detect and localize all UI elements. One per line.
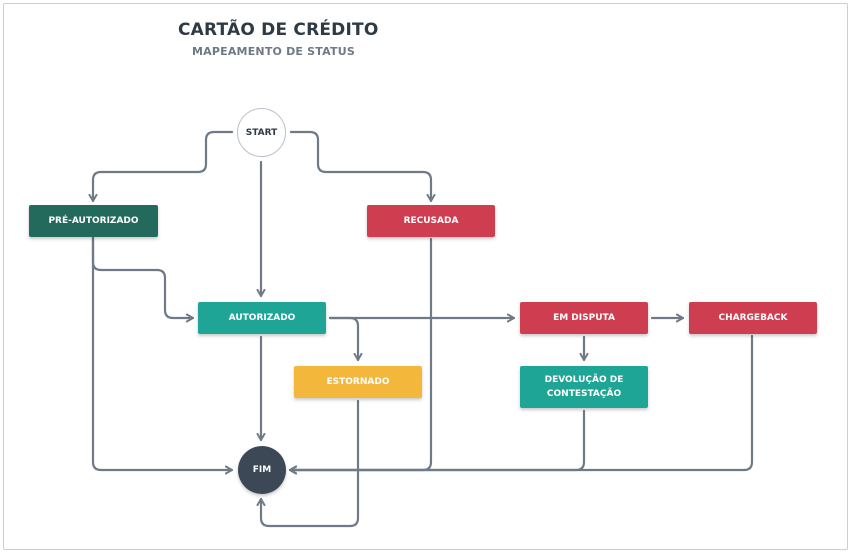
chargeback-node: CHARGEBACK [689,302,817,334]
edge-autorizado-to-estornado [328,316,358,362]
chargeback-label: CHARGEBACK [718,313,788,323]
edge-start-to-pre-autorizado [93,130,234,203]
devolucao-label-line2: CONTESTAÇÃO [546,389,622,399]
edge-pre-autorizado-to-autorizado [91,236,195,318]
pre-autorizado-node: PRÉ-AUTORIZADO [29,205,158,237]
start-node-label: START [245,127,278,138]
diagram-subtitle: MAPEAMENTO DE STATUS [192,45,355,58]
fim-node: FIM [238,446,286,494]
edge-devolucao-to-fim [288,409,586,470]
edge-pre-autorizado-to-fim [91,236,234,470]
estornado-label: ESTORNADO [326,377,390,387]
start-node: START [237,108,286,157]
recusada-node: RECUSADA [367,205,495,237]
em-disputa-node: EM DISPUTA [520,302,648,334]
fim-label: FIM [252,465,272,475]
recusada-label: RECUSADA [403,216,459,226]
autorizado-label: AUTORIZADO [228,313,296,323]
devolucao-contestacao-node: DEVOLUÇÃO DE CONTESTAÇÃO [520,366,648,408]
edge-start-to-recusada [289,130,431,203]
diagram-frame [3,3,848,550]
edge-recusada-to-fim [288,237,433,470]
edge-estornado-to-fim [261,399,360,528]
estornado-node: ESTORNADO [294,366,422,398]
em-disputa-label: EM DISPUTA [553,313,615,323]
pre-autorizado-label: PRÉ-AUTORIZADO [48,216,139,226]
diagram-title: CARTÃO DE CRÉDITO [178,20,379,40]
autorizado-node: AUTORIZADO [198,302,326,334]
edge-chargeback-to-fim [288,334,754,470]
devolucao-label-line1: DEVOLUÇÃO DE [544,375,624,385]
